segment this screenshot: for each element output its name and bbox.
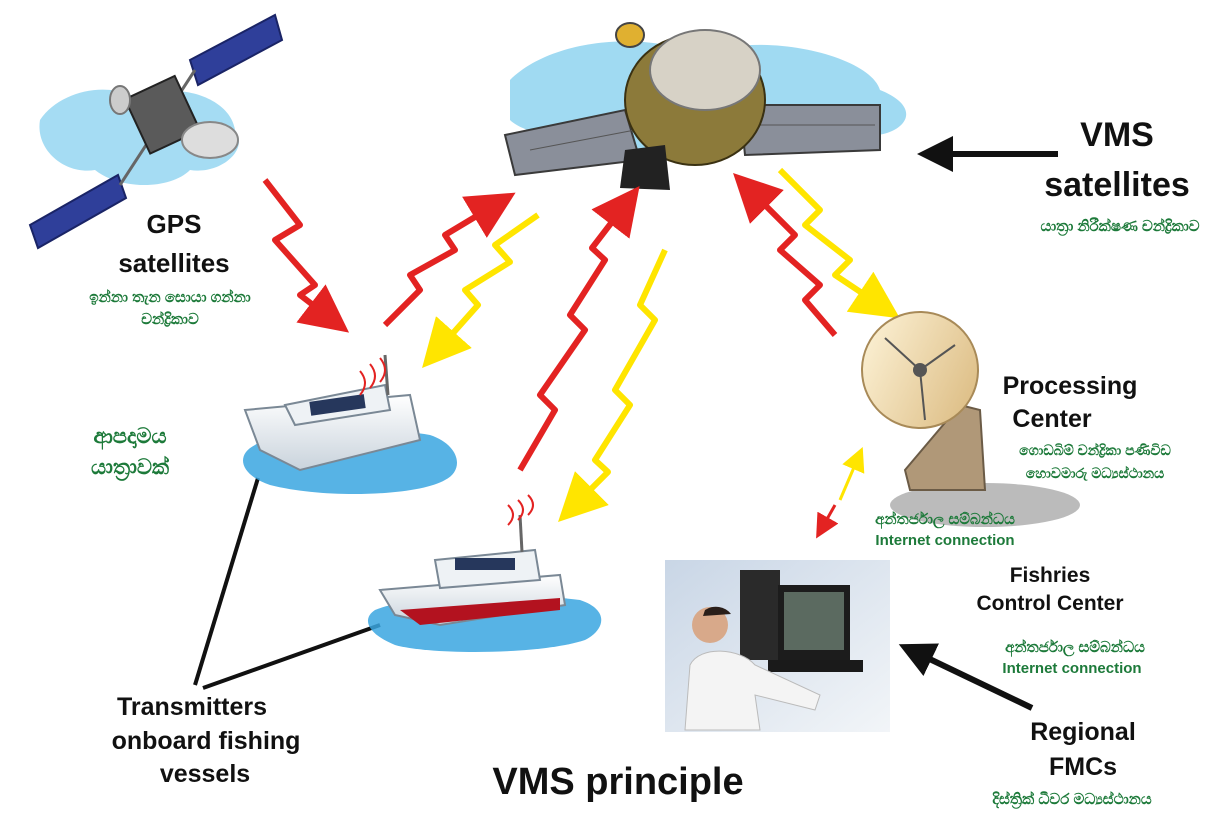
gps-sinhala-2: චන්ද්‍රිකාව [141, 310, 199, 328]
distress-sinhala-2: යාත්‍රාවක් [91, 455, 170, 482]
gps-sinhala-1: ඉන්නා තැන සොයා ගන්නා [89, 288, 250, 306]
control-center-photo [665, 560, 890, 732]
downlink-arrow-boat2 [558, 248, 668, 522]
downlink-arrow-processing [777, 167, 900, 319]
fcc-title: Fishries [1010, 564, 1091, 587]
gps-satellite-icon [28, 13, 284, 250]
fcc-title-2: Control Center [977, 592, 1124, 615]
vms-satellite-icon [503, 22, 907, 190]
uplink-arrow-boat2 [517, 185, 640, 472]
internet-arrow-yellow [838, 446, 865, 501]
internet-english-top: Internet connection [875, 532, 1014, 549]
regional-title: Regional [1030, 718, 1136, 746]
vms-sinhala: යාත්‍රා නිරීක්ෂණ චන්ද්‍රිකාව [1040, 217, 1199, 237]
gps-title: GPS [147, 209, 202, 239]
regional-arrow [898, 643, 1034, 711]
processing-title-2: Center [1012, 405, 1091, 433]
downlink-arrow-boat1 [422, 212, 540, 368]
internet-sinhala-top: අන්තර්ජාල සම්බන්ධය [875, 510, 1015, 529]
internet-sinhala-bottom: අන්තර්ජාල සම්බන්ධය [1005, 638, 1145, 657]
internet-english-bottom: Internet connection [1002, 660, 1141, 677]
distress-sinhala-1: ආපදාමය [93, 425, 166, 450]
connector-line-boat1 [193, 477, 260, 686]
uplink-arrow-processing [733, 173, 838, 337]
connector-line-boat2 [202, 623, 381, 690]
transmitters-line-3: vessels [160, 760, 250, 788]
processing-title: Processing [1003, 372, 1138, 400]
fishing-boat-icon [367, 494, 602, 652]
regional-title-2: FMCs [1049, 753, 1117, 781]
gps-title-2: satellites [118, 248, 229, 278]
distress-boat-icon [243, 354, 457, 495]
vms-title-2: satellites [1044, 166, 1190, 204]
vms-title: VMS [1080, 116, 1154, 154]
transmitters-line-1: Transmitters [117, 693, 267, 721]
internet-arrow-red [816, 504, 839, 539]
uplink-arrow-boat1 [382, 192, 516, 328]
processing-sinhala-2: හොවමාරු මධ්‍යස්ථානය [1026, 465, 1164, 481]
transmitters-line-2: onboard fishing [112, 727, 301, 755]
diagram-title: VMS principle [492, 761, 743, 803]
ground-station-dish-icon [861, 311, 1080, 527]
processing-sinhala-1: ගොඩබිම් චන්ද්‍රිකා පණිවිඩ [1019, 442, 1171, 459]
gps-signal-arrow [262, 178, 350, 333]
regional-sinhala: දිස්ත්‍රික් ධීවර මධ්‍යස්ථානය [992, 790, 1152, 810]
